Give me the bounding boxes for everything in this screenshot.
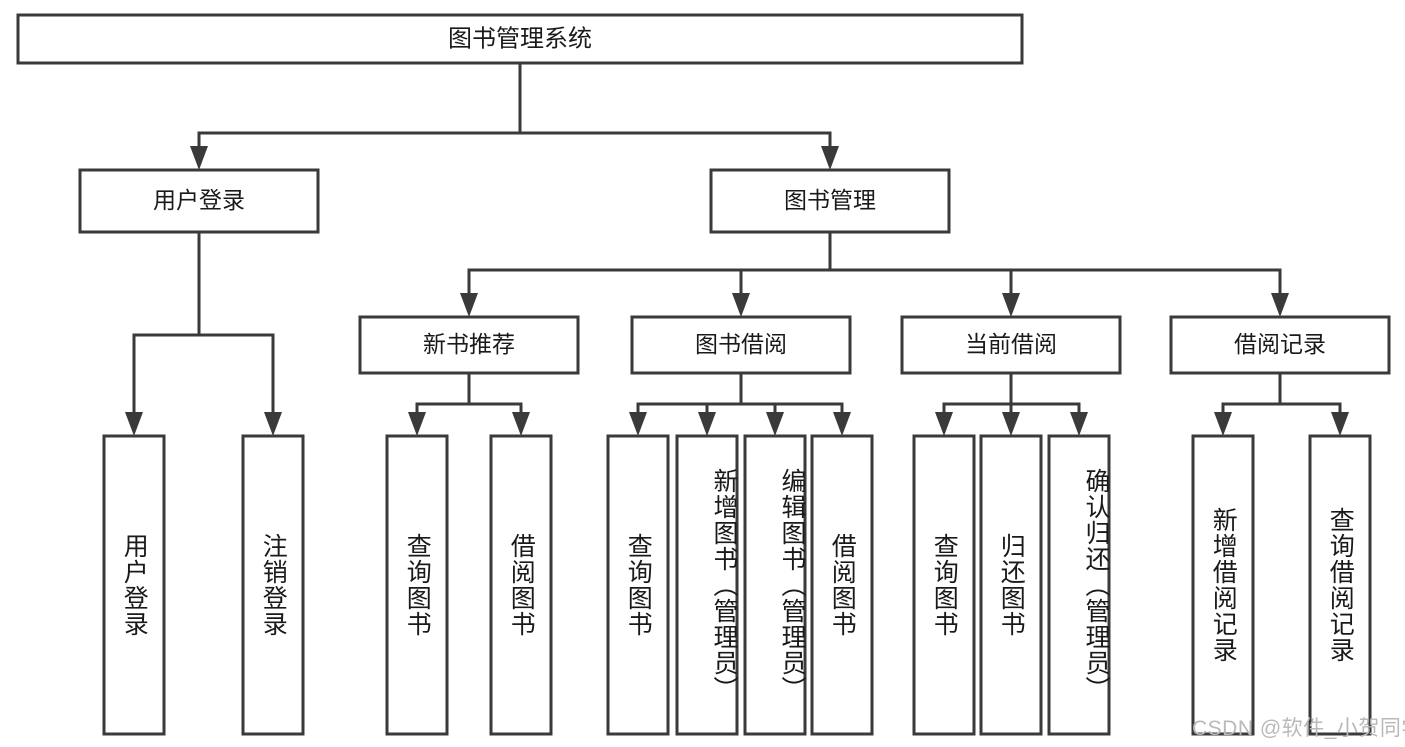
node-root[interactable]: 图书管理系统 (16, 13, 1024, 65)
arrow-leaf-query-book-1 (408, 412, 426, 436)
node-new-book-recommend-label: 新书推荐 (423, 331, 515, 357)
node-borrow-record[interactable]: 借阅记录 (1169, 315, 1391, 375)
node-borrow-record-label: 借阅记录 (1234, 331, 1326, 357)
arrow-leaf-query-record (1331, 412, 1349, 436)
leaf-query-book-3-box[interactable] (912, 434, 976, 736)
leaf-query-book-2-box[interactable] (606, 434, 670, 736)
node-new-book-recommend-box[interactable] (358, 315, 580, 375)
arrow-leaf-user-logout (264, 412, 282, 436)
connector-layer (125, 61, 1349, 436)
leaf-boxes-layer (102, 434, 1372, 736)
arrow-user-login (190, 146, 208, 170)
arrow-leaf-add-record (1214, 412, 1232, 436)
leaf-user-login-box[interactable] (102, 434, 166, 736)
leaf-borrow-book-2-box[interactable] (810, 434, 874, 736)
node-book-manage-label: 图书管理 (784, 187, 876, 213)
arrow-leaf-query-book-2 (629, 412, 647, 436)
node-root-label: 图书管理系统 (448, 25, 592, 52)
arrow-current-borrow (1002, 293, 1020, 317)
csdn-watermark: CSDN @软件_小贺同学 (1192, 717, 1405, 740)
arrow-book-manage (821, 146, 839, 170)
arrow-leaf-borrow-book-2 (833, 412, 851, 436)
node-root-box[interactable] (16, 13, 1024, 65)
node-new-book-recommend[interactable]: 新书推荐 (358, 315, 580, 375)
arrow-leaf-borrow-book-1 (512, 412, 530, 436)
leaf-return-book-box[interactable] (979, 434, 1043, 736)
arrow-borrow-record (1271, 293, 1289, 317)
leaf-edit-book-box[interactable] (743, 434, 807, 736)
node-current-borrow[interactable]: 当前借阅 (900, 315, 1122, 375)
arrow-leaf-add-book (698, 412, 716, 436)
node-current-borrow-box[interactable] (900, 315, 1122, 375)
arrow-new-book-recommend (460, 293, 478, 317)
leaf-add-record-box[interactable] (1191, 434, 1255, 736)
leaf-user-logout-box[interactable] (241, 434, 305, 736)
node-book-manage[interactable]: 图书管理 (709, 168, 951, 234)
arrow-leaf-query-book-3 (935, 412, 953, 436)
node-user-login-box[interactable] (78, 168, 320, 234)
leaf-borrow-book-1-box[interactable] (489, 434, 553, 736)
leaf-query-record-box[interactable] (1308, 434, 1372, 736)
arrow-book-borrow (732, 293, 750, 317)
node-book-borrow[interactable]: 图书借阅 (630, 315, 852, 375)
leaf-query-book-1-box[interactable] (385, 434, 449, 736)
arrow-leaf-confirm-return (1070, 412, 1088, 436)
arrow-leaf-edit-book (766, 412, 784, 436)
node-borrow-record-box[interactable] (1169, 315, 1391, 375)
node-book-manage-box[interactable] (709, 168, 951, 234)
arrow-leaf-user-login (125, 412, 143, 436)
node-user-login-label: 用户登录 (153, 187, 245, 213)
node-user-login[interactable]: 用户登录 (78, 168, 320, 234)
arrow-leaf-return-book (1002, 412, 1020, 436)
node-book-borrow-box[interactable] (630, 315, 852, 375)
node-current-borrow-label: 当前借阅 (965, 331, 1057, 357)
leaf-add-book-box[interactable] (675, 434, 739, 736)
node-book-borrow-label: 图书借阅 (695, 331, 787, 357)
leaf-confirm-return-box[interactable] (1047, 434, 1111, 736)
